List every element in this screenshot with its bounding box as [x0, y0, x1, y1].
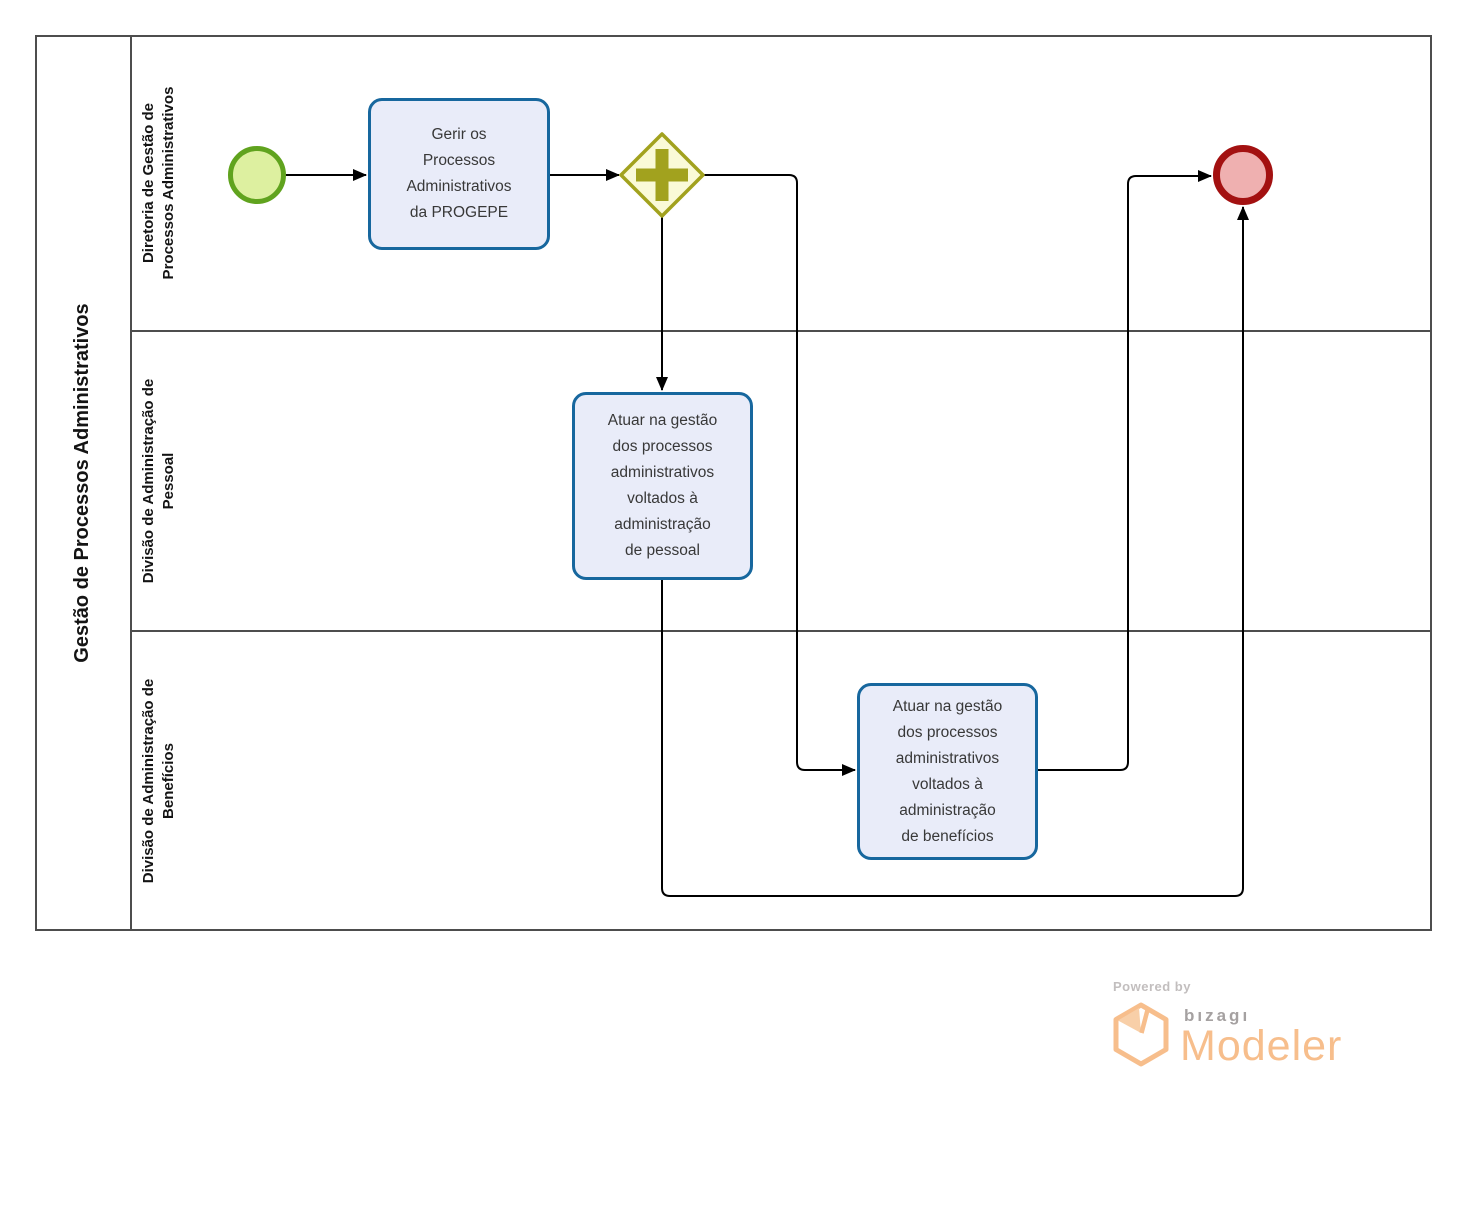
powered-by-label: Powered by: [1113, 979, 1191, 994]
pool-title-divider: [130, 35, 132, 931]
pool-border: [35, 35, 1432, 931]
pool-title: Gestão de Processos Administrativos: [71, 303, 93, 663]
bizagi-logo-icon: [1113, 1002, 1169, 1067]
lane-label-beneficios: Divisão de Administração de Benefícios: [140, 678, 177, 884]
plus-icon: [636, 149, 688, 201]
task-beneficios-label: Atuar na gestão dos processos administra…: [892, 697, 1003, 845]
task-administracao-beneficios[interactable]: Atuar na gestão dos processos administra…: [857, 683, 1038, 860]
start-event[interactable]: [228, 146, 286, 204]
lane-separator-2: [131, 630, 1432, 632]
task-gerir-processos[interactable]: Gerir os Processos Administrativos da PR…: [368, 98, 550, 250]
end-event[interactable]: [1213, 145, 1273, 205]
task-pessoal-label: Atuar na gestão dos processos administra…: [607, 412, 718, 559]
lane-label-pessoal: Divisão de Administração de Pessoal: [140, 378, 177, 584]
lane-label-diretoria: Diretoria de Gestão de Processos Adminis…: [140, 86, 177, 280]
parallel-gateway[interactable]: [619, 132, 705, 218]
bizagi-brand-name: bızagı: [1184, 1006, 1251, 1025]
task-gerir-label: Gerir os Processos Administrativos da PR…: [406, 126, 512, 221]
modeler-product-name: Modeler: [1180, 1022, 1343, 1070]
lane-separator-1: [131, 330, 1432, 332]
task-administracao-pessoal[interactable]: Atuar na gestão dos processos administra…: [572, 392, 753, 580]
